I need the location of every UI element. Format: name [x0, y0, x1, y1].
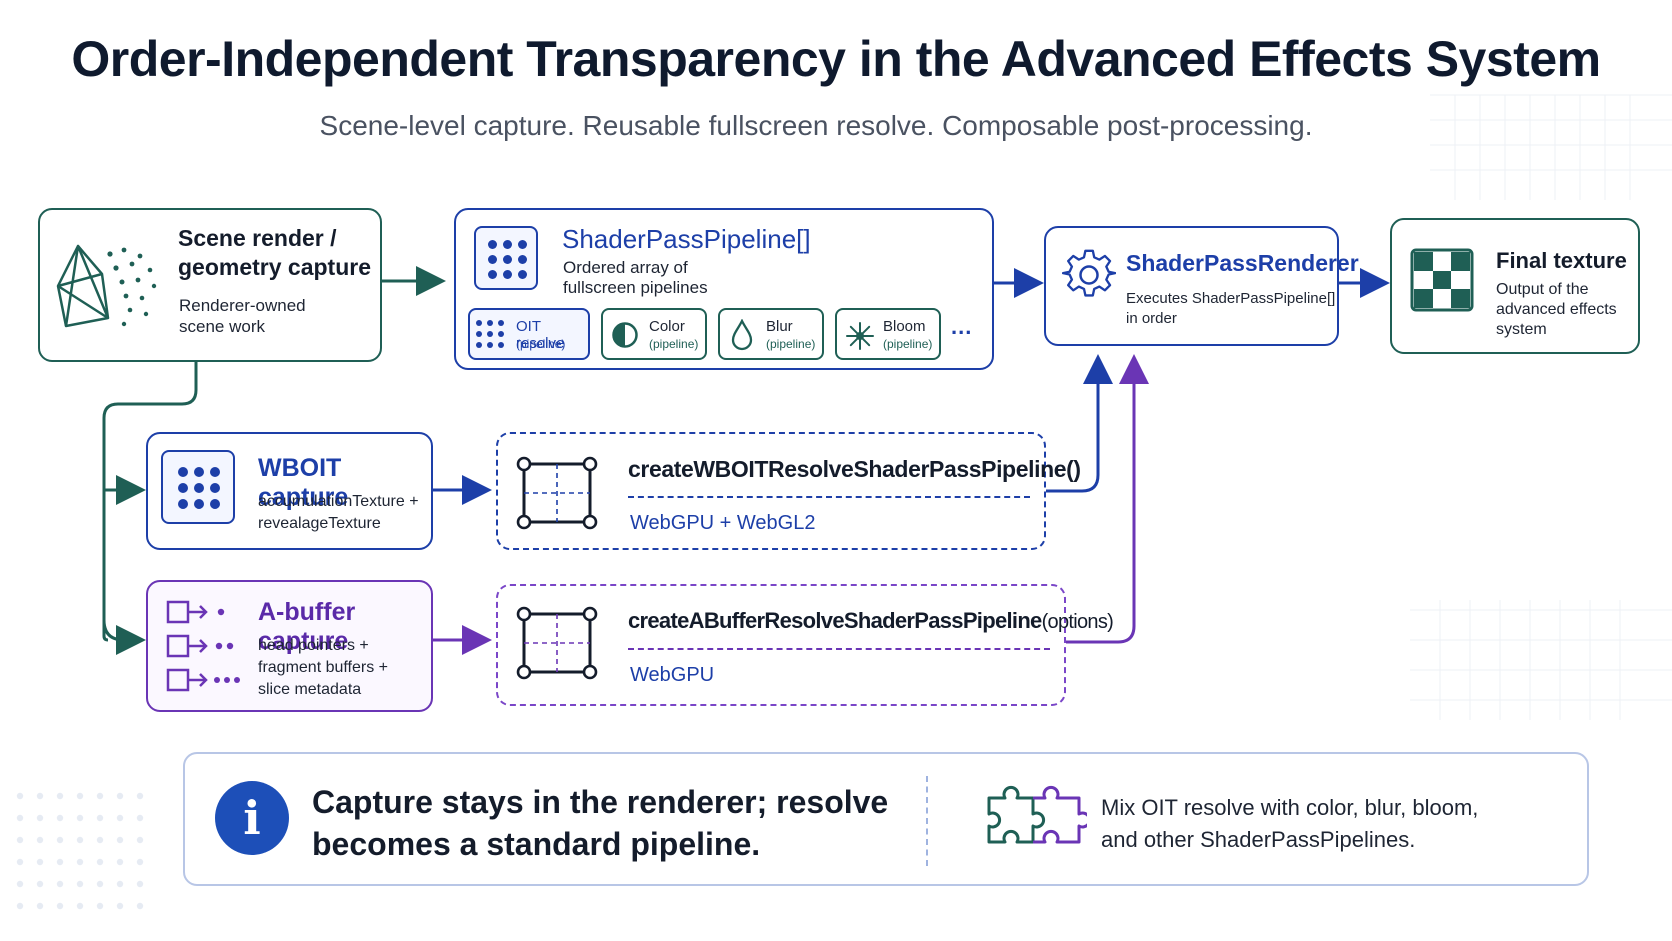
starburst-icon [846, 322, 874, 350]
wboit-desc-line2: revealageTexture [258, 515, 381, 532]
chip-sub: (pipeline) [516, 337, 566, 351]
page-subtitle: Scene-level capture. Reusable fullscreen… [319, 110, 1313, 141]
wboit-icon-frame [161, 450, 235, 524]
chip-oit-resolve[interactable]: OIT resolve (pipeline) [468, 308, 590, 360]
branch-scene-to-captures [102, 362, 198, 642]
fullscreen-quad-icon [516, 606, 598, 680]
contrast-icon [612, 322, 638, 348]
droplet-icon [731, 319, 753, 351]
scene-desc-line2: scene work [179, 317, 265, 336]
final-desc-line2: advanced effects [1496, 301, 1617, 318]
wboit-resolve-box: createWBOITResolveShaderPassPipeline() W… [496, 432, 1081, 550]
abuffer-desc-line3: slice metadata [258, 681, 362, 698]
final-texture-box: Final texture Output of the advanced eff… [1390, 218, 1640, 354]
pipeline-array-title: ShaderPassPipeline[] [562, 224, 811, 254]
final-title: Final texture [1496, 248, 1627, 273]
dot-grid-icon [175, 464, 223, 512]
final-desc-line3: system [1496, 321, 1547, 338]
scene-render-box: Scene render / geometry capture Renderer… [38, 208, 382, 362]
abuffer-resolve-platforms: WebGPU [630, 664, 715, 686]
dot-grid-icon [476, 320, 506, 350]
info-icon [215, 781, 289, 855]
dot-grid-icon [485, 237, 531, 283]
chip-sub: (pipeline) [649, 337, 699, 351]
shader-pass-renderer-box: ShaderPassRenderer Executes ShaderPassPi… [1044, 226, 1359, 346]
arrow-wboit-resolve-to-renderer [1046, 354, 1113, 493]
wboit-resolve-fn: createWBOITResolveShaderPassPipeline() [628, 456, 1081, 482]
abuffer-desc-line1: head pointers + [258, 637, 369, 654]
chip-bloom[interactable]: Bloom (pipeline) [835, 308, 941, 360]
callout-side-line1: Mix OIT resolve with color, blur, bloom, [1101, 795, 1479, 820]
wboit-title: WBOIT capture [258, 454, 349, 511]
chip-sub: (pipeline) [766, 337, 816, 351]
abuffer-resolve-divider [628, 648, 1050, 650]
callout-side-line2: and other ShaderPassPipelines. [1101, 827, 1416, 852]
abuffer-resolve-box: createABufferResolveShaderPassPipeline(o… [496, 584, 1114, 706]
more-pipelines-ellipsis: ... [951, 314, 973, 339]
wboit-capture-box: WBOIT capture accumulationTexture + reve… [146, 432, 433, 550]
abuffer-desc-line2: fragment buffers + [258, 659, 388, 676]
info-glyph: i [243, 791, 261, 845]
mesh-icon [56, 244, 157, 328]
callout-divider [926, 776, 928, 866]
wboit-resolve-divider [628, 496, 1030, 498]
scene-title-line2: geometry capture [178, 254, 372, 280]
abuffer-resolve-fn-args: (options) [1041, 611, 1114, 633]
callout-main-line2: becomes a standard pipeline. [312, 826, 761, 862]
final-desc-line1: Output of the [1496, 281, 1589, 298]
page-title: Order-Independent Transparency in the Ad… [71, 31, 1601, 87]
chip-label: OIT resolve [516, 318, 565, 352]
chip-color[interactable]: Color (pipeline) [601, 308, 707, 360]
renderer-desc-line2: in order [1126, 310, 1177, 327]
pipeline-array-icon-frame [474, 226, 538, 290]
chip-sub: (pipeline) [883, 337, 933, 351]
puzzle-icon [987, 785, 1087, 844]
wboit-resolve-platforms: WebGPU + WebGL2 [630, 512, 816, 534]
arrow-abuffer-resolve-to-renderer [1066, 354, 1149, 644]
abuffer-capture-box: A-buffer capture head pointers + fragmen… [146, 580, 433, 712]
gear-icon [1062, 249, 1116, 297]
pipeline-array-desc-line1: Ordered array of [563, 258, 688, 277]
scene-desc-line1: Renderer-owned [179, 296, 306, 315]
checkerboard-texture-icon [1410, 248, 1474, 312]
renderer-desc-line1: Executes ShaderPassPipeline[] [1126, 290, 1336, 307]
summary-callout: i Capture stays in the renderer; resolve… [183, 752, 1589, 886]
callout-main-line1: Capture stays in the renderer; resolve [312, 784, 889, 820]
abuffer-title: A-buffer capture [258, 598, 356, 655]
linked-list-icon [166, 600, 240, 692]
chip-blur[interactable]: Blur (pipeline) [718, 308, 824, 360]
pipeline-array-desc-line2: fullscreen pipelines [563, 278, 708, 297]
chip-label: Bloom [883, 318, 926, 335]
fullscreen-quad-icon [516, 456, 598, 530]
wboit-desc-line1: accumulationTexture + [258, 493, 419, 510]
chip-label: Blur [766, 318, 793, 335]
arrow-to-abuffer-capture [102, 619, 146, 655]
chip-label: Color [649, 318, 685, 335]
renderer-title: ShaderPassRenderer [1126, 250, 1359, 276]
scene-title-line1: Scene render / [178, 225, 337, 251]
pipeline-array-box: ShaderPassPipeline[] Ordered array of fu… [454, 208, 994, 370]
abuffer-resolve-fn-name: createABufferResolveShaderPassPipeline [628, 608, 1042, 633]
abuffer-resolve-fn: createABufferResolveShaderPassPipeline(o… [628, 608, 1114, 634]
